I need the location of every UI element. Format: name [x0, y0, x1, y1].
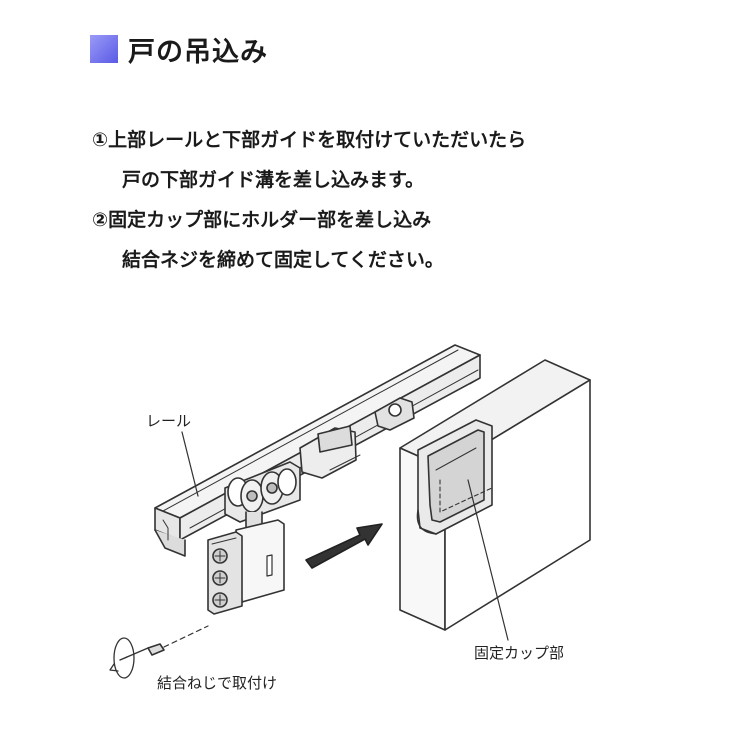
cup-label: 固定カップ部	[474, 644, 565, 662]
step-1-line-1: ①上部レールと下部ガイドを取付けていただいたら	[92, 129, 527, 151]
step-1-line-2: 戸の下部ガイド溝を差し込みます。	[122, 169, 425, 191]
insertion-arrow	[305, 523, 383, 569]
rail-leader-line	[181, 431, 199, 497]
screwdriver-illustration	[109, 625, 209, 679]
page-title: 戸の吊込み	[128, 36, 268, 68]
holder-illustration	[207, 519, 285, 615]
installation-illustration	[109, 344, 591, 679]
cup-leader-line	[467, 479, 509, 641]
instruction-steps: ①上部レールと下部ガイドを取付けていただいたら 戸の下部ガイド溝を差し込みます。…	[92, 120, 712, 280]
door-illustration	[399, 359, 591, 631]
trolley-illustration	[224, 397, 415, 529]
rail-label: レール	[146, 412, 192, 430]
step-2-line-2: 結合ネジを締めて固定してください。	[122, 249, 444, 271]
section-marker-icon	[90, 35, 118, 63]
section-header: 戸の吊込み	[90, 30, 268, 68]
step-2-line-1: ②固定カップ部にホルダー部を差し込み	[92, 209, 432, 231]
screw-label: 結合ねじで取付け	[157, 674, 278, 692]
